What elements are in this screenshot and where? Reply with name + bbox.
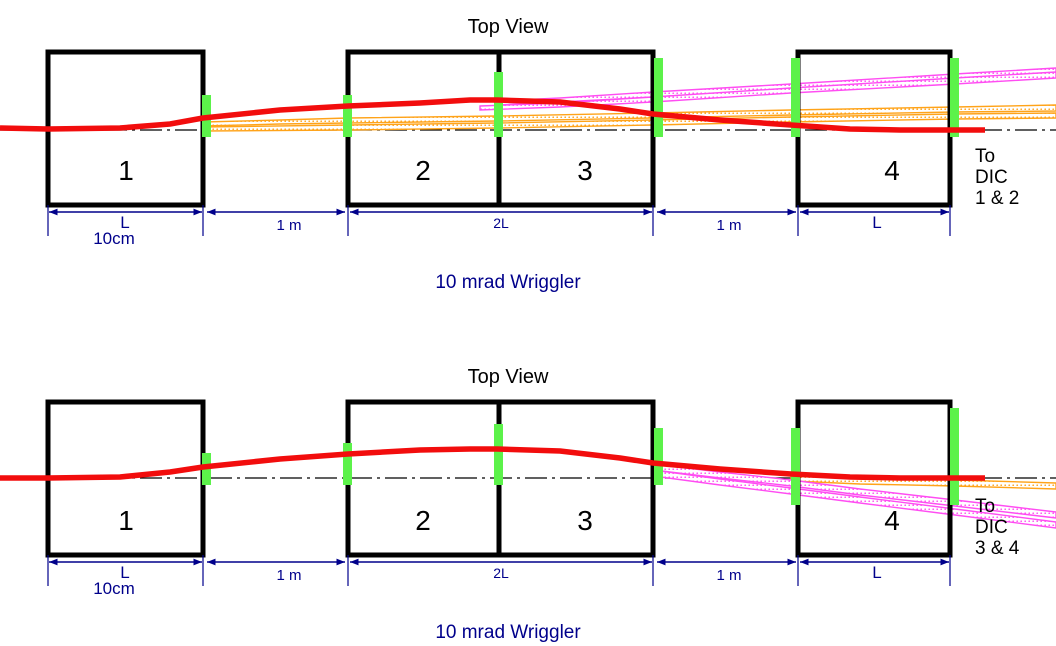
panel-bottom-caption: 10 mrad Wriggler bbox=[435, 622, 581, 643]
aperture-green-6 bbox=[950, 58, 959, 137]
dim-label-L-1: L bbox=[120, 563, 129, 582]
sr-ray-orange-band bbox=[202, 104, 1056, 127]
aperture-green-3 bbox=[494, 424, 503, 485]
aperture-green-4 bbox=[654, 428, 663, 485]
dimension-row-top: L 10cm 1 m 2L 1 m L bbox=[47, 205, 951, 248]
dim-label-1m-a: 1 m bbox=[276, 217, 301, 234]
dim-label-1m-b: 1 m bbox=[716, 217, 741, 234]
dim-sublabel-10cm-1: 10cm bbox=[93, 229, 135, 248]
panel-top-title: Top View bbox=[468, 16, 549, 38]
dim-label-1m-b: 1 m bbox=[716, 567, 741, 584]
exit-label-line-2: DIC bbox=[975, 517, 1008, 538]
magnet-number-2: 2 bbox=[415, 505, 431, 536]
dimension-row-bottom: L 10cm 1 m 2L 1 m L bbox=[47, 555, 951, 598]
exit-label-line-2: DIC bbox=[975, 167, 1008, 188]
aperture-green-5 bbox=[791, 428, 800, 505]
dim-label-1m-a: 1 m bbox=[276, 567, 301, 584]
panel-top-caption: 10 mrad Wriggler bbox=[435, 272, 581, 293]
exit-label-line-3: 3 & 4 bbox=[975, 538, 1020, 559]
magnet-number-3: 3 bbox=[577, 155, 593, 186]
magnet-number-3: 3 bbox=[577, 505, 593, 536]
panel-top: Top View bbox=[0, 16, 1056, 293]
exit-label-line-1: To bbox=[975, 146, 995, 167]
electron-beam-trajectory bbox=[0, 446, 985, 481]
aperture-green-4 bbox=[654, 58, 663, 137]
sr-ray-orange-band-2 bbox=[202, 112, 1056, 132]
aperture-green-6 bbox=[950, 408, 959, 505]
aperture-green-3 bbox=[494, 72, 503, 137]
aperture-green-2 bbox=[343, 95, 352, 137]
dim-label-2L: 2L bbox=[493, 565, 509, 581]
magnet-number-4: 4 bbox=[884, 505, 900, 536]
dim-sublabel-10cm-1: 10cm bbox=[93, 579, 135, 598]
exit-label-line-1: To bbox=[975, 496, 995, 517]
panel-bottom-title: Top View bbox=[468, 366, 549, 388]
panel-bottom: Top View bbox=[0, 366, 1056, 643]
aperture-green-5 bbox=[791, 58, 800, 137]
dim-label-L-1: L bbox=[120, 213, 129, 232]
magnet-number-2: 2 bbox=[415, 155, 431, 186]
dim-label-L-2: L bbox=[872, 563, 881, 582]
magnet-number-1: 1 bbox=[118, 505, 134, 536]
dim-label-2L: 2L bbox=[493, 215, 509, 231]
magnet-number-4: 4 bbox=[884, 155, 900, 186]
magnet-number-1: 1 bbox=[118, 155, 134, 186]
electron-beam-trajectory bbox=[0, 97, 985, 133]
exit-label-line-3: 1 & 2 bbox=[975, 188, 1019, 209]
dim-label-L-2: L bbox=[872, 213, 881, 232]
aperture-green-2 bbox=[343, 443, 352, 485]
